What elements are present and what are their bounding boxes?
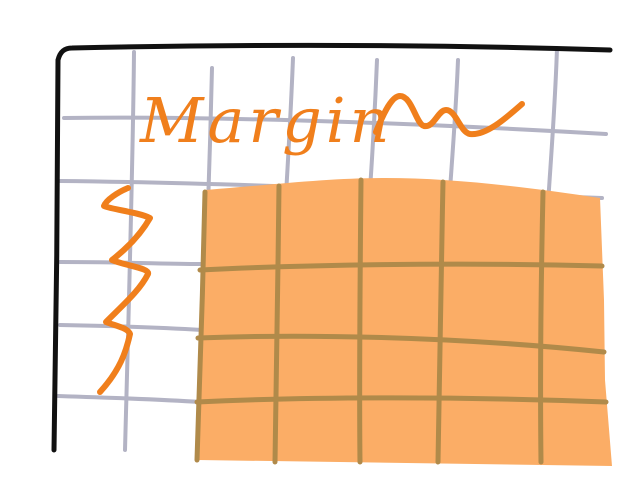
- content-grid-line-v2: [272, 183, 282, 465]
- grid-line-h5: [56, 394, 202, 404]
- content-grid-line-h3: [194, 395, 609, 405]
- grid-line-v3: [284, 56, 295, 197]
- top-margin-squiggle: [373, 93, 525, 138]
- margin-label: Margin: [139, 84, 394, 157]
- grid-line-v6: [546, 46, 559, 207]
- content-grid-line-v3: [357, 177, 364, 465]
- grid-line-v1: [123, 50, 136, 452]
- content-grid-line-v4: [435, 179, 446, 465]
- content-grid-line-h2: [195, 333, 607, 355]
- background-grid: [56, 46, 608, 452]
- grid-line-v5: [448, 58, 460, 192]
- content-grid-line-h1: [197, 261, 605, 273]
- content-grid: [194, 177, 609, 465]
- content-area: [198, 178, 612, 466]
- content-grid-line-v1: [194, 189, 208, 463]
- grid-line-h4: [58, 323, 204, 332]
- grid-line-h1: [62, 115, 608, 136]
- left-margin-squiggle: [97, 185, 153, 395]
- grid-line-h3: [58, 260, 207, 266]
- content-grid-line-v5: [538, 189, 546, 465]
- page-frame: [51, 42, 613, 453]
